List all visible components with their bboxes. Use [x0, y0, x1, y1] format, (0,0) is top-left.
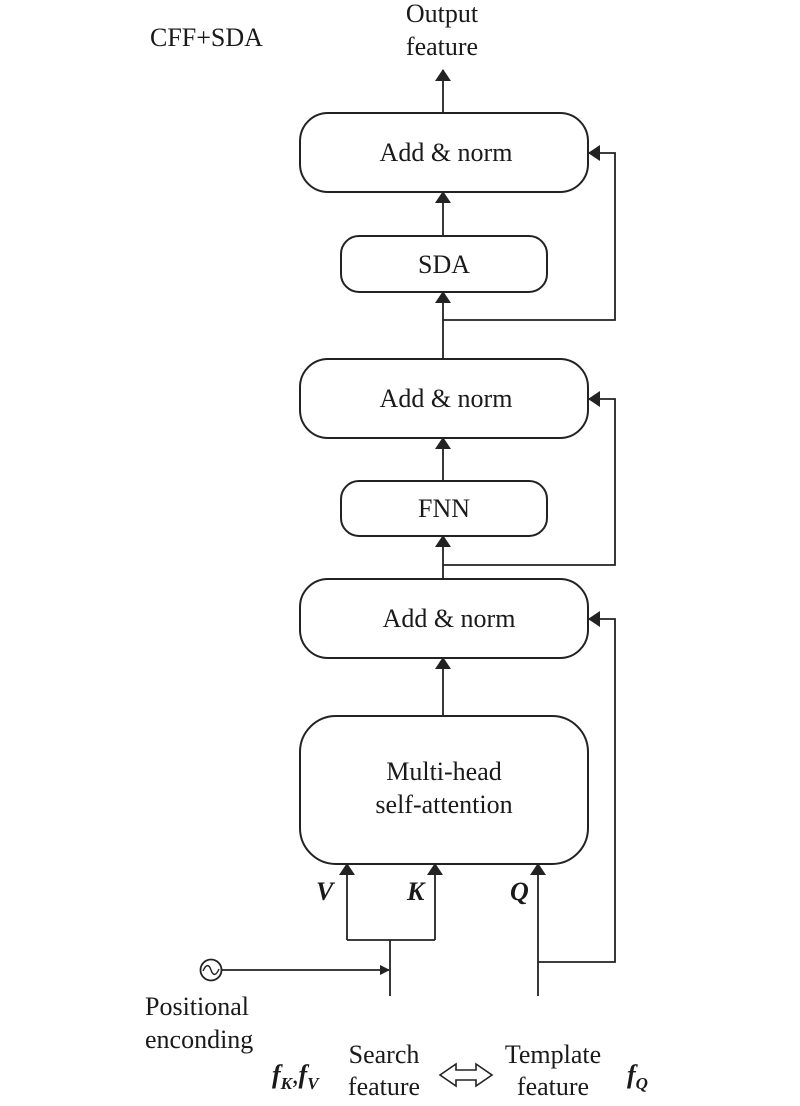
multi-head-self-attention-block [299, 715, 589, 865]
sine-wave-icon [202, 964, 220, 976]
add-norm-top-label: Add & norm [380, 138, 513, 167]
bidirectional-arrow-icon [438, 1062, 494, 1088]
positional-label-line1: Positional [145, 992, 249, 1021]
template-label-line1: Template [505, 1040, 601, 1069]
template-feature-symbol: fQ [627, 1060, 648, 1093]
mhsa-label-line2: self-attention [375, 790, 512, 819]
output-label-line1: Output [406, 0, 479, 28]
figure-label: CFF+SDA [150, 23, 263, 52]
q-label: Q [510, 877, 529, 906]
search-label-line2: feature [348, 1072, 420, 1101]
search-feature-symbol: fK,fV [272, 1060, 320, 1093]
template-label-line2: feature [517, 1072, 589, 1101]
positional-label-line2: enconding [145, 1025, 253, 1054]
fnn-label: FNN [418, 494, 470, 523]
k-label: K [406, 877, 426, 906]
mhsa-label-line1: Multi-head [386, 757, 502, 786]
residual-connection-sda [443, 145, 616, 321]
v-label: V [316, 877, 336, 906]
residual-connection-fnn [443, 391, 616, 566]
residual-connection-attention [538, 611, 616, 963]
add-norm-mid-label: Add & norm [380, 384, 513, 413]
sda-label: SDA [418, 250, 470, 279]
output-label-line2: feature [406, 32, 478, 61]
search-label-line1: Search [349, 1040, 420, 1069]
add-norm-low-label: Add & norm [383, 604, 516, 633]
